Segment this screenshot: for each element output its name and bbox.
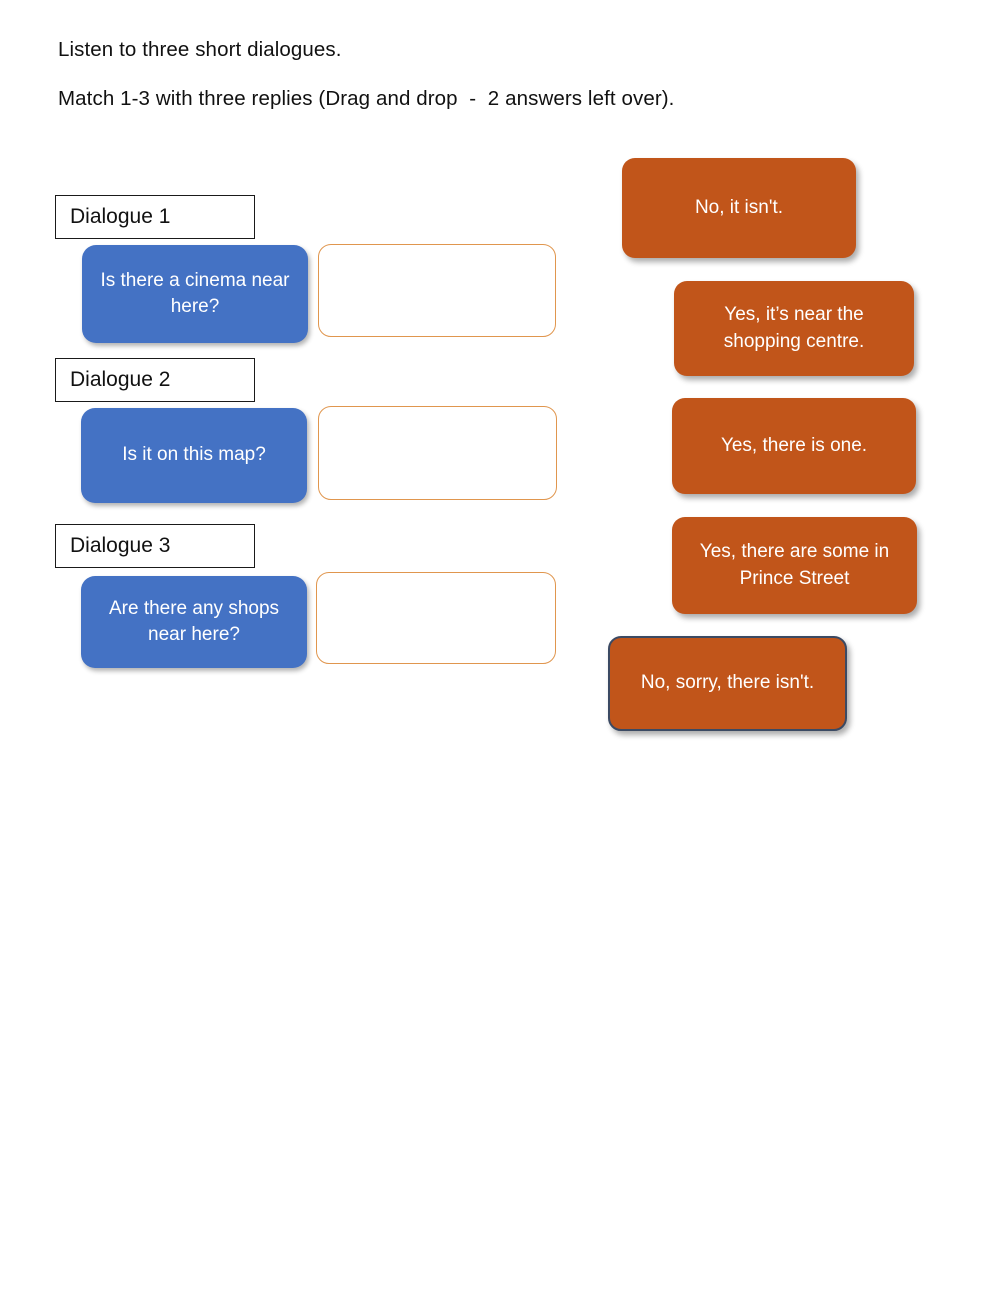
instructions-block: Listen to three short dialogues. Match 1… bbox=[58, 36, 908, 112]
dialogue-label-2: Dialogue 2 bbox=[55, 358, 255, 402]
answer-card-5[interactable]: No, sorry, there isn't. bbox=[608, 636, 847, 731]
dialogue-group-1: Dialogue 1 Is there a cinema near here? bbox=[55, 195, 556, 343]
answer-card-3[interactable]: Yes, there is one. bbox=[672, 398, 916, 494]
prompt-bubble-3: Are there any shops near here? bbox=[81, 576, 307, 668]
answer-card-1[interactable]: No, it isn't. bbox=[622, 158, 856, 258]
answer-card-2[interactable]: Yes, it’s near the shopping centre. bbox=[674, 281, 914, 376]
instruction-line-1: Listen to three short dialogues. bbox=[58, 38, 342, 61]
dialogue-group-3: Dialogue 3 Are there any shops near here? bbox=[55, 524, 556, 668]
prompt-bubble-1: Is there a cinema near here? bbox=[82, 245, 308, 343]
drop-zone-1[interactable] bbox=[318, 244, 556, 337]
dialogue-label-1: Dialogue 1 bbox=[55, 195, 255, 239]
drop-zone-2[interactable] bbox=[318, 406, 557, 500]
prompt-bubble-2: Is it on this map? bbox=[81, 408, 307, 503]
dialogue-group-2: Dialogue 2 Is it on this map? bbox=[55, 358, 557, 503]
answer-card-4[interactable]: Yes, there are some in Prince Street bbox=[672, 517, 917, 614]
instruction-line-2: Match 1-3 with three replies (Drag and d… bbox=[58, 87, 675, 111]
dialogue-label-3: Dialogue 3 bbox=[55, 524, 255, 568]
drop-zone-3[interactable] bbox=[316, 572, 556, 664]
